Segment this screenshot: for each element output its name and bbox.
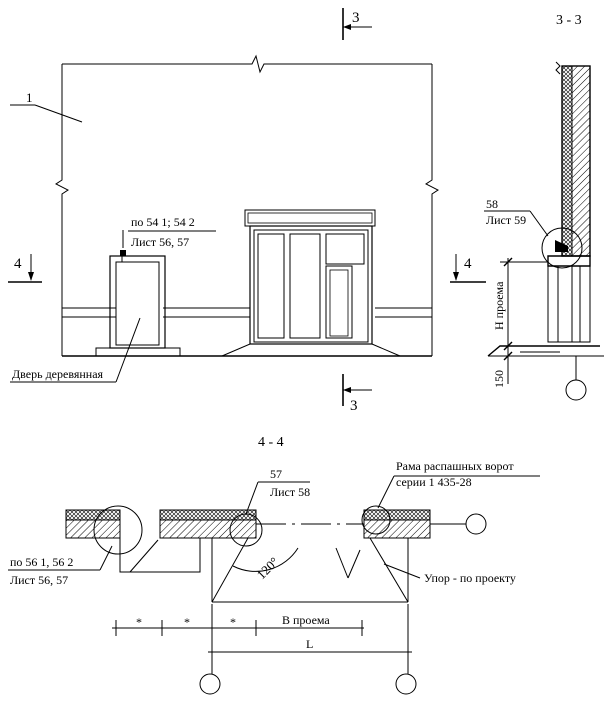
arrow-head-icon (343, 387, 351, 393)
wooden-door (95, 250, 181, 357)
top-break-line (62, 54, 432, 74)
section-3-top-label: 3 (352, 10, 360, 26)
callout-1-label: 1 (26, 90, 33, 105)
star-2: * (184, 615, 190, 629)
title-3-3: 3 - 3 (556, 13, 582, 28)
frame-label-2: серии 1 435-28 (396, 475, 472, 489)
arrow-head-icon (28, 272, 34, 281)
sheet-59-label: Лист 59 (486, 213, 526, 227)
stop-label: Упор - по проекту (424, 571, 516, 585)
section-4-right-label: 4 (464, 256, 472, 272)
axis-bubble (465, 513, 487, 535)
arrow-head-icon (343, 24, 351, 30)
section-4-left-label: 4 (14, 256, 22, 272)
front-elevation: 3 1 4 4 (8, 8, 486, 414)
section-3-3: 3 - 3 Н проема 150 58 Лист 59 (484, 13, 604, 401)
ref-54-label: по 54 1; 54 2 (131, 215, 195, 229)
section-3-bottom-label: 3 (350, 398, 358, 414)
sheet-58-label: Лист 58 (270, 485, 310, 499)
ref-58-label: 58 (486, 197, 498, 211)
angle-label: 120° (254, 554, 282, 582)
b-opening-label: В проема (282, 613, 330, 627)
sheet-56-57-bottom-label: Лист 56, 57 (10, 573, 68, 587)
arrow-head-icon (453, 272, 459, 281)
left-break-line (55, 64, 69, 356)
title-4-4: 4 - 4 (258, 435, 284, 450)
axis-bubble (199, 673, 221, 695)
section-4-4: 4 - 4 120° 57 Лист 58 (8, 435, 540, 695)
h-opening-label: Н проема (492, 281, 506, 330)
sheet-56-57-top-label: Лист 56, 57 (131, 235, 189, 249)
ref-57-label: 57 (270, 467, 282, 481)
door-label: Дверь деревянная (12, 367, 104, 381)
frame-label-1: Рама распашных ворот (396, 459, 514, 473)
dim-150-label: 150 (492, 370, 506, 388)
star-1: * (136, 615, 142, 629)
dim-L-label: L (306, 637, 313, 651)
right-break-line (425, 64, 439, 356)
axis-bubble (565, 379, 587, 401)
star-3: * (230, 615, 236, 629)
axis-bubble (395, 673, 417, 695)
gate-elevation (221, 209, 401, 357)
ref-56-label: по 56 1, 56 2 (10, 555, 73, 569)
